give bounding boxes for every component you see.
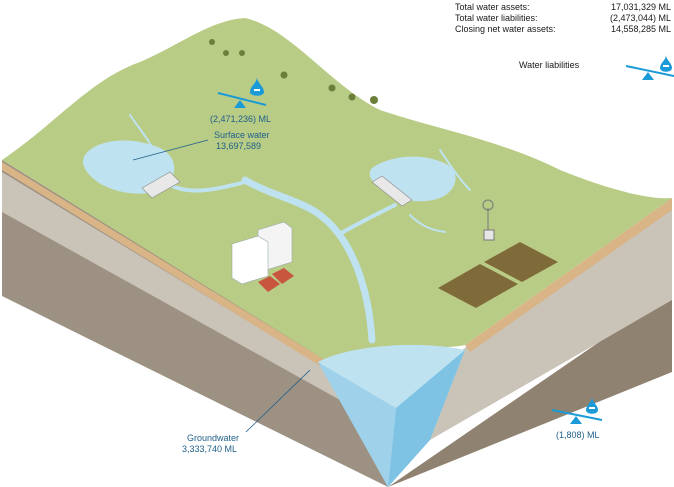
surface-water-value-label: 13,697,589 bbox=[216, 141, 262, 151]
groundwater-name-label: Groundwater bbox=[187, 433, 240, 443]
summary-value: (2,473,044) ML bbox=[609, 13, 671, 23]
tree-2 bbox=[223, 50, 229, 56]
groundwater-liability-label: (1,808) ML bbox=[556, 430, 600, 440]
dam-wall-left bbox=[141, 171, 181, 199]
tree-1 bbox=[209, 39, 215, 45]
windmill-icon bbox=[482, 199, 495, 241]
tributary-right bbox=[336, 203, 397, 237]
summary-row: Closing net water assets: 14,558,285 ML bbox=[455, 24, 671, 35]
reservoirs bbox=[83, 140, 456, 207]
creek-lower bbox=[409, 214, 446, 233]
sand-strip-right bbox=[465, 198, 672, 352]
groundwater-seesaw-icon bbox=[551, 397, 603, 424]
canyon-left-wall bbox=[318, 362, 396, 487]
summary-table: Total water assets: 17,031,329 ML Total … bbox=[455, 2, 671, 35]
crop-field-1 bbox=[438, 264, 518, 308]
summary-row: Total water assets: 17,031,329 ML bbox=[455, 2, 671, 13]
creek-right bbox=[439, 149, 471, 191]
water-drop-minus-icon bbox=[250, 77, 264, 96]
water-drop-minus-icon bbox=[586, 397, 598, 414]
surface-water-seesaw-icon bbox=[217, 77, 267, 108]
summary-label: Closing net water assets: bbox=[455, 24, 556, 34]
surface-water-leader bbox=[132, 139, 209, 161]
rock-band-left bbox=[2, 172, 340, 400]
surface-water-name-label: Surface water bbox=[214, 130, 270, 140]
dam-wall-right bbox=[371, 175, 413, 207]
surface-water-liability-label: (2,471,236) ML bbox=[210, 114, 272, 124]
legend-seesaw-icon bbox=[625, 55, 674, 80]
tree-4 bbox=[280, 71, 288, 79]
summary-row: Total water liabilities: (2,473,044) ML bbox=[455, 13, 671, 24]
house-1 bbox=[258, 276, 280, 292]
land-block bbox=[2, 18, 672, 487]
summary-label: Total water liabilities: bbox=[455, 13, 538, 23]
summary-value: 17,031,329 ML bbox=[610, 2, 671, 12]
legend-label: Water liabilities bbox=[519, 60, 580, 70]
crop-field-2 bbox=[484, 242, 558, 282]
tree-icon bbox=[209, 39, 378, 104]
main-river bbox=[241, 176, 376, 344]
water-drop-minus-icon bbox=[660, 55, 672, 72]
land-surface bbox=[2, 18, 672, 360]
farm bbox=[438, 199, 558, 308]
rock-band-right bbox=[430, 206, 672, 440]
sand-strip-left bbox=[2, 162, 325, 367]
canyon-water-face bbox=[388, 350, 465, 487]
house-2 bbox=[272, 268, 294, 284]
building-main bbox=[231, 235, 269, 285]
tree-3 bbox=[239, 50, 245, 56]
groundwater-value-label: 3,333,740 ML bbox=[182, 444, 238, 454]
summary-value: 14,558,285 ML bbox=[610, 24, 671, 34]
town bbox=[231, 221, 294, 292]
summary-label: Total water assets: bbox=[455, 2, 530, 12]
tree-6 bbox=[348, 93, 356, 101]
tree-7 bbox=[370, 96, 378, 104]
tributary-left bbox=[168, 180, 247, 193]
reservoir-left bbox=[83, 140, 175, 194]
groundwater-leader bbox=[245, 369, 311, 433]
tree-5 bbox=[328, 84, 336, 92]
